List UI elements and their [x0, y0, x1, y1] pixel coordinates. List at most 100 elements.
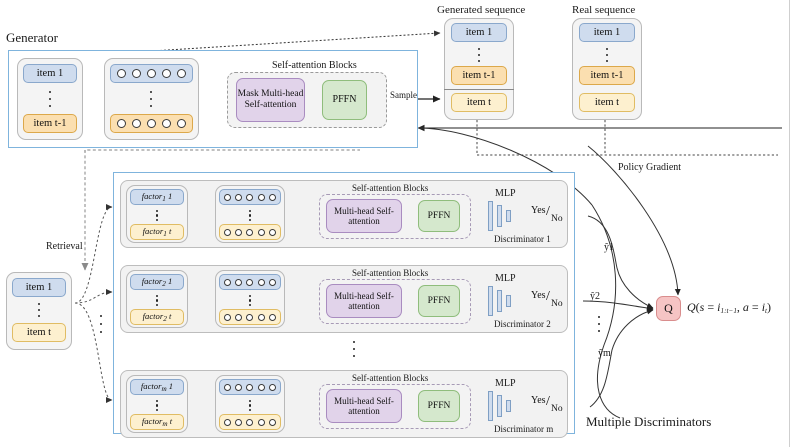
embedding-circle — [162, 69, 171, 78]
discriminator-m-mlp-label: MLP — [495, 378, 516, 389]
policy-gradient-label: Policy Gradient — [618, 162, 682, 173]
discriminator-1-factor-ellipsis — [155, 210, 159, 221]
generator-sab-title: Self-attention Blocks — [272, 60, 357, 71]
discriminator-1-output: Yes / No — [531, 204, 571, 227]
embedding-circle — [132, 69, 141, 78]
discriminator-1-attention-label: Multi-head Self-attention — [334, 205, 394, 226]
discriminator-2-factor-first: factor2 1 — [130, 274, 184, 290]
discriminator-1-embedding-bottom — [219, 224, 281, 240]
discriminator-2-name: Discriminator 2 — [494, 319, 551, 329]
embedding-circle — [268, 418, 276, 426]
discriminator-2-sab-title: Self-attention Blocks — [352, 268, 429, 278]
factor-label: factorm t — [141, 416, 173, 428]
discriminator-2-embedding-ellipsis — [248, 295, 252, 306]
embedding-circle — [147, 69, 156, 78]
generated-sequence-title: Generated sequence — [437, 4, 526, 16]
generated-seq-item-1: item t-1 — [451, 66, 507, 85]
discriminator-m-yes: Yes — [531, 395, 546, 406]
embedding-circle — [268, 278, 276, 286]
generated-seq-item-2: item t — [451, 93, 507, 112]
embedding-circle — [235, 278, 243, 286]
discriminator-1-embedding-ellipsis — [248, 210, 252, 221]
factor-label: factor2 t — [142, 311, 172, 323]
discriminator-m-factor-last: factorm t — [130, 414, 184, 430]
discriminator-2-mlp-label: MLP — [495, 273, 516, 284]
factor-label: factor1 1 — [141, 191, 173, 203]
generator-ffn-block: PFFN — [322, 80, 367, 120]
embedding-circle — [246, 418, 254, 426]
discriminator-2-no: No — [551, 299, 563, 309]
factor-label: factor1 t — [142, 226, 172, 238]
generator-embedding-ellipsis — [149, 91, 153, 107]
generated-seq-item-0: item 1 — [451, 23, 507, 42]
embedding-circle — [224, 418, 232, 426]
factor-label: factor2 1 — [141, 276, 173, 288]
discriminator-m-no: No — [551, 404, 563, 414]
embedding-circle — [257, 228, 265, 236]
discriminator-1-ffn-block: PFFN — [418, 200, 460, 232]
discriminator-2-factor-ellipsis — [155, 295, 159, 306]
discriminator-m-name: Discriminator m — [494, 424, 554, 434]
embedding-circle — [224, 228, 232, 236]
slash-icon: / — [546, 204, 550, 219]
embedding-circle — [235, 418, 243, 426]
discriminator-2-ffn-label: PFFN — [427, 295, 451, 306]
embedding-circle — [224, 313, 232, 321]
embedding-circle — [257, 278, 265, 286]
generator-input-first: item 1 — [23, 64, 77, 83]
discriminator-1-yes: Yes — [531, 205, 546, 216]
discriminator-2-embedding-top — [219, 274, 281, 290]
discriminator-m-ffn-block: PFFN — [418, 390, 460, 422]
embedding-circle — [268, 228, 276, 236]
embedding-circle — [268, 313, 276, 321]
discriminator-1-no: No — [551, 214, 563, 224]
multiple-discriminators-title: Multiple Discriminators — [586, 414, 712, 429]
embedding-circle — [235, 228, 243, 236]
discriminator-m-embedding-bottom — [219, 414, 281, 430]
embedding-circle — [257, 418, 265, 426]
embedding-circle — [246, 278, 254, 286]
discriminator-1-name: Discriminator 1 — [494, 234, 551, 244]
generator-embedding-row-top — [110, 64, 193, 83]
embedding-circle — [246, 383, 254, 391]
embedding-circle — [117, 69, 126, 78]
discriminator-1-mlp-bar-2 — [497, 205, 502, 227]
discriminator-2-ffn-block: PFFN — [418, 285, 460, 317]
generator-ffn-label: PFFN — [332, 94, 357, 106]
discriminator-2-attention-label: Multi-head Self-attention — [334, 290, 394, 311]
discriminator-1-mlp-label: MLP — [495, 188, 516, 199]
discriminator-2-yhat: ŷ2 — [590, 291, 600, 302]
discriminator-2-mlp-bar-1 — [488, 286, 493, 316]
embedding-circle — [117, 119, 126, 128]
generator-attention-block: Mask Multi-head Self-attention — [236, 78, 305, 122]
discriminator-m-embedding-ellipsis — [248, 400, 252, 411]
discriminator-1-sab-title: Self-attention Blocks — [352, 183, 429, 193]
discriminator-m-embedding-top — [219, 379, 281, 395]
generated-seq-divider — [444, 89, 514, 90]
q-node-label: Q — [664, 300, 673, 315]
discriminator-m-output: Yes / No — [531, 394, 571, 417]
discriminator-2-mlp-bar-2 — [497, 290, 502, 312]
q-node: Q — [656, 296, 681, 321]
generator-title: Generator — [6, 30, 58, 45]
real-seq-item-0: item 1 — [579, 23, 635, 42]
discriminator-1-mlp-bar-1 — [488, 201, 493, 231]
discriminator-m-factor-first: factorm 1 — [130, 379, 184, 395]
retrieval-item-last: item t — [12, 323, 66, 342]
embedding-circle — [235, 313, 243, 321]
discriminator-1-attention-block: Multi-head Self-attention — [326, 199, 402, 233]
sample-label: Sample — [390, 90, 417, 100]
embedding-circle — [246, 313, 254, 321]
discriminator-m-factor-ellipsis — [155, 400, 159, 411]
discriminator-1-yhat: ŷ1 — [604, 242, 614, 253]
discriminator-2-output: Yes / No — [531, 289, 571, 312]
discriminator-2-yes: Yes — [531, 290, 546, 301]
embedding-circle — [246, 193, 254, 201]
embedding-circle — [177, 69, 186, 78]
generator-embedding-row-bottom — [110, 114, 193, 133]
discriminator-2-embedding-bottom — [219, 309, 281, 325]
real-seq-ellipsis — [605, 48, 609, 62]
slash-icon: / — [546, 394, 550, 409]
generator-input-ellipsis — [48, 91, 52, 107]
